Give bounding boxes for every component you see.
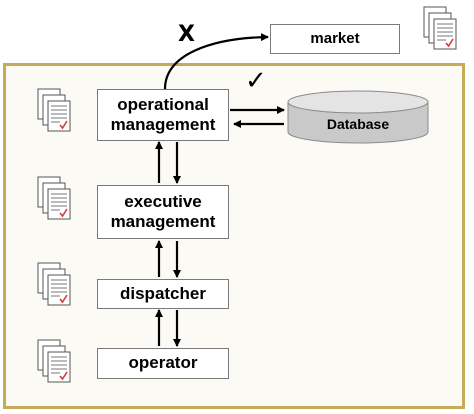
allowed-checkmark: ✓ bbox=[245, 66, 267, 96]
executive-management-node: executive management bbox=[97, 185, 229, 239]
document-stack-icon bbox=[37, 88, 71, 132]
arrow-opmgmt-to-market bbox=[163, 33, 269, 90]
database-cylinder bbox=[287, 90, 429, 144]
database-label: Database bbox=[326, 116, 390, 132]
document-stack-icon bbox=[423, 6, 457, 50]
blocked-marker: X bbox=[178, 22, 195, 47]
document-stack-icon bbox=[37, 176, 71, 220]
document-stack-icon bbox=[37, 262, 71, 306]
operational-management-node: operational management bbox=[97, 89, 229, 141]
document-stack-icon bbox=[37, 339, 71, 383]
market-node: market bbox=[270, 24, 400, 54]
operator-node: operator bbox=[97, 348, 229, 379]
dispatcher-node: dispatcher bbox=[97, 279, 229, 309]
